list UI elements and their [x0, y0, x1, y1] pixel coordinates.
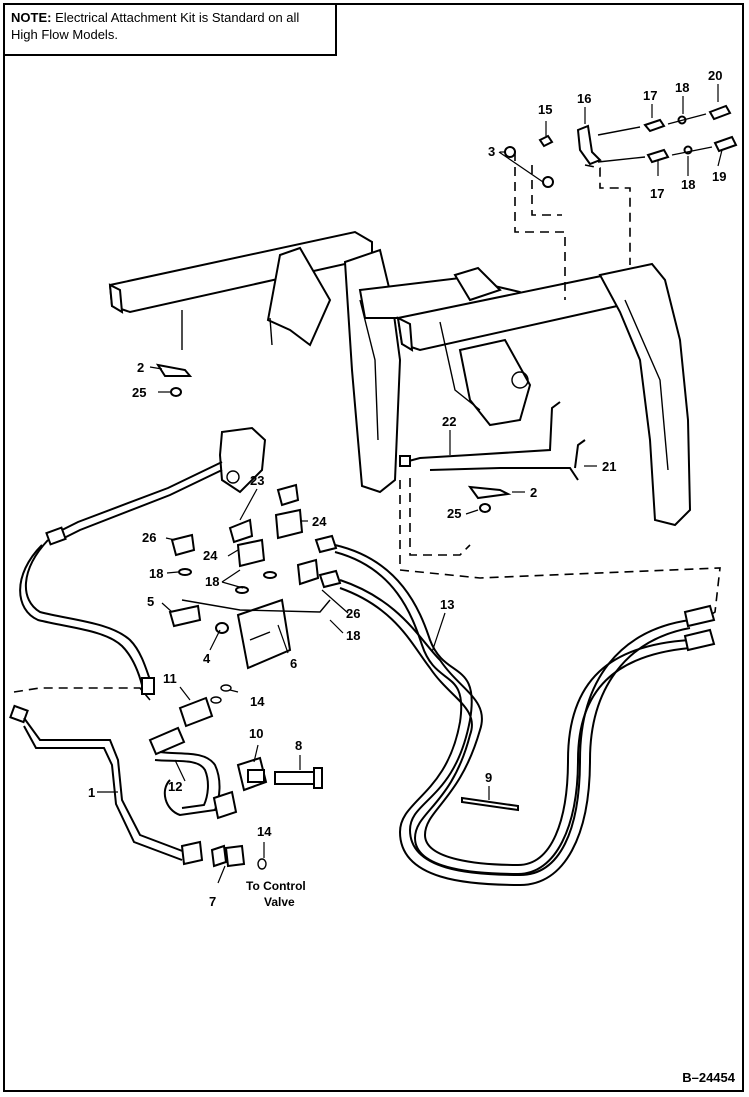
callout-1: 1: [88, 785, 95, 800]
callout-7: 7: [209, 894, 216, 909]
callout-18-middle: 18: [205, 574, 219, 589]
callout-10: 10: [249, 726, 263, 741]
tube-lines-21-22: [399, 401, 586, 481]
callout-17-lower: 17: [650, 186, 664, 201]
tool-9: [461, 796, 519, 812]
callout-2-right: 2: [530, 485, 537, 500]
callout-13: 13: [440, 597, 454, 612]
callout-6: 6: [290, 656, 297, 671]
note-prefix: NOTE:: [11, 10, 52, 25]
callout-8: 8: [295, 738, 302, 753]
callout-26-right: 26: [346, 606, 360, 621]
lift-arm-assembly: [108, 230, 692, 527]
callout-20: 20: [708, 68, 722, 83]
callout-16: 16: [577, 91, 591, 106]
callout-22: 22: [442, 414, 456, 429]
callout-labels: 1 2 2 3 4 5 6 7 8 9 10 11 12 13 14 14 15…: [88, 68, 726, 909]
twin-hose-13: [314, 534, 716, 887]
callout-4: 4: [203, 651, 211, 666]
callout-15: 15: [538, 102, 552, 117]
callout-5: 5: [147, 594, 154, 609]
callout-17-upper: 17: [643, 88, 657, 103]
callout-2-left: 2: [137, 360, 144, 375]
callout-24-left: 24: [203, 548, 218, 563]
callout-14-upper: 14: [250, 694, 265, 709]
callout-23: 23: [250, 473, 264, 488]
callout-14-lower: 14: [257, 824, 272, 839]
valve-block-assembly: [168, 483, 331, 670]
callout-25-right: 25: [447, 506, 461, 521]
callout-11: 11: [163, 671, 177, 686]
leader-lines: [97, 84, 723, 884]
connector-parts-top: [504, 104, 738, 188]
callout-9: 9: [485, 770, 492, 785]
note-box: NOTE: Electrical Attachment Kit is Stand…: [3, 3, 337, 56]
callout-18-left: 18: [149, 566, 163, 581]
callout-12: 12: [168, 779, 182, 794]
left-hose-assembly: [19, 426, 267, 695]
note-text: Electrical Attachment Kit is Standard on…: [11, 10, 300, 42]
callout-18-top-lower: 18: [681, 177, 695, 192]
callout-18-right: 18: [346, 628, 360, 643]
callout-24-right: 24: [312, 514, 327, 529]
callout-25-left: 25: [132, 385, 146, 400]
diagram-border: [3, 3, 744, 1092]
callout-26-left: 26: [142, 530, 156, 545]
callout-19: 19: [712, 169, 726, 184]
brackets-and-nuts: [155, 363, 512, 513]
callout-18-top: 18: [675, 80, 689, 95]
caption-line-2: Valve: [264, 895, 295, 909]
callout-21: 21: [602, 459, 616, 474]
caption-line-1: To Control: [246, 879, 306, 893]
lower-lines-assembly: [9, 684, 323, 870]
callout-3: 3: [488, 144, 495, 159]
figure-id: B–24454: [682, 1070, 735, 1085]
